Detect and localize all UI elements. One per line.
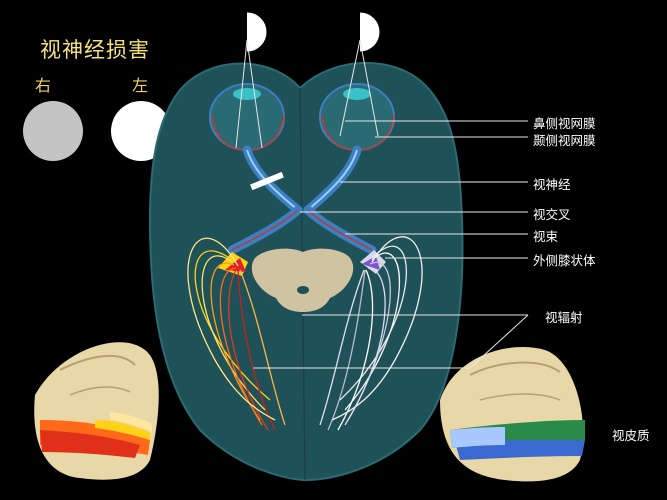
label-lgn: 外侧膝状体 bbox=[533, 253, 596, 268]
optic-nerves bbox=[242, 145, 362, 215]
lesion-marker bbox=[250, 171, 284, 191]
leader-lines bbox=[253, 120, 529, 369]
diagram-title: 视神经损害 bbox=[40, 38, 150, 62]
label-optic-nerve: 视神经 bbox=[533, 177, 571, 192]
left-eye-target-icon bbox=[226, 11, 268, 53]
label-temporal-retina: 颞侧视网膜 bbox=[533, 133, 596, 148]
label-optic-tract: 视束 bbox=[533, 229, 559, 244]
label-nasal-retina: 鼻侧视网膜 bbox=[533, 116, 596, 131]
right-field-label: 右 bbox=[35, 76, 52, 95]
right-visual-field-circle bbox=[23, 101, 83, 161]
right-eyeball bbox=[319, 39, 395, 151]
left-field-label: 左 bbox=[132, 76, 149, 95]
midbrain bbox=[251, 248, 354, 312]
label-optic-radiation: 视辐射 bbox=[545, 310, 583, 325]
right-eye-target-icon bbox=[339, 11, 381, 53]
label-visual-cortex: 视皮质 bbox=[612, 428, 650, 443]
optic-chiasm bbox=[227, 205, 377, 255]
left-visual-cortex bbox=[34, 342, 159, 480]
label-optic-chiasm: 视交叉 bbox=[533, 207, 571, 222]
left-eyeball bbox=[209, 39, 285, 151]
left-optic-radiation bbox=[187, 237, 286, 431]
right-visual-cortex bbox=[440, 347, 585, 482]
